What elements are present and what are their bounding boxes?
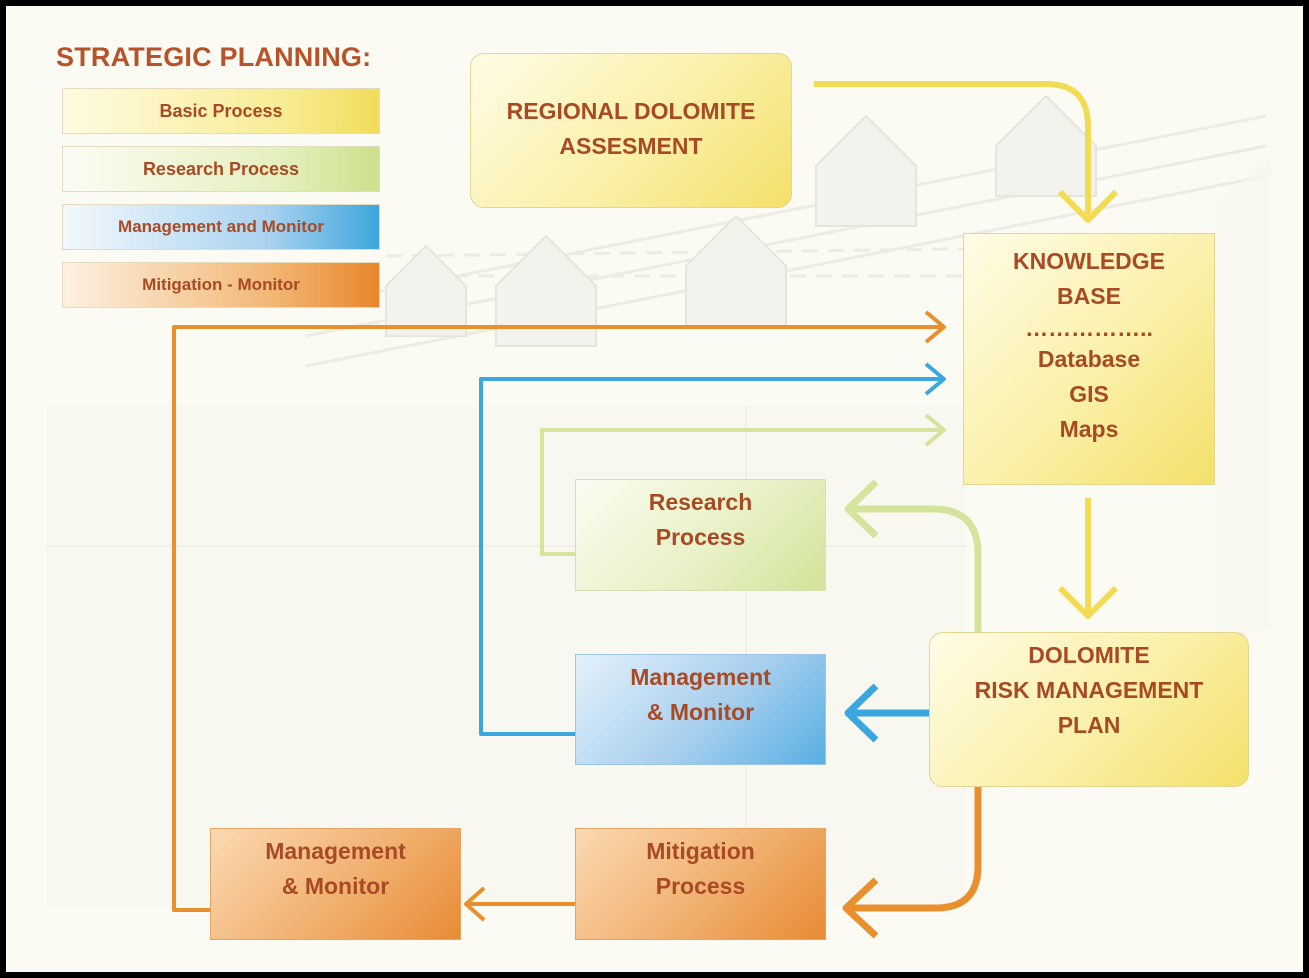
page-title: STRATEGIC PLANNING: xyxy=(56,42,372,72)
node-label: ASSESMENT xyxy=(559,133,703,159)
node-knowledge-base: KNOWLEDGE BASE …………….. Database GIS Maps xyxy=(963,233,1215,485)
legend-research-process: Research Process xyxy=(62,146,380,192)
node-management-monitor-blue: Management & Monitor xyxy=(575,654,826,765)
node-label: Research xyxy=(648,489,753,515)
node-label: BASE xyxy=(1057,283,1121,309)
node-label: REGIONAL DOLOMITE xyxy=(506,98,756,124)
node-label: Process xyxy=(655,524,746,550)
node-label: & Monitor xyxy=(646,699,755,725)
node-label: Mitigation xyxy=(646,838,755,864)
node-label: Maps xyxy=(1059,416,1119,442)
node-label: DOLOMITE xyxy=(1028,642,1150,668)
node-label: GIS xyxy=(1069,381,1109,407)
node-mitigation-process: Mitigation Process xyxy=(575,828,826,940)
node-research-process: Research Process xyxy=(575,479,826,591)
node-label: RISK MANAGEMENT xyxy=(974,677,1204,703)
legend-basic-process: Basic Process xyxy=(62,88,380,134)
diagram-canvas: STRATEGIC PLANNING: Basic Process Resear… xyxy=(6,6,1303,972)
node-label: Management xyxy=(630,664,771,690)
node-separator: …………….. xyxy=(1025,315,1153,341)
node-management-monitor-orange: Management & Monitor xyxy=(210,828,461,940)
node-label: PLAN xyxy=(1057,712,1121,738)
node-label: Database xyxy=(1037,346,1141,372)
legend-management-and-monitor: Management and Monitor xyxy=(62,204,380,250)
node-label: Management xyxy=(265,838,406,864)
node-label: Process xyxy=(655,873,746,899)
legend-mitigation-monitor: Mitigation - Monitor xyxy=(62,262,380,308)
node-label: KNOWLEDGE xyxy=(1012,248,1166,274)
node-label: & Monitor xyxy=(281,873,390,899)
node-dolomite-risk-management-plan: DOLOMITE RISK MANAGEMENT PLAN xyxy=(929,632,1249,787)
node-regional-dolomite-assessment: REGIONAL DOLOMITE ASSESMENT xyxy=(470,53,792,208)
